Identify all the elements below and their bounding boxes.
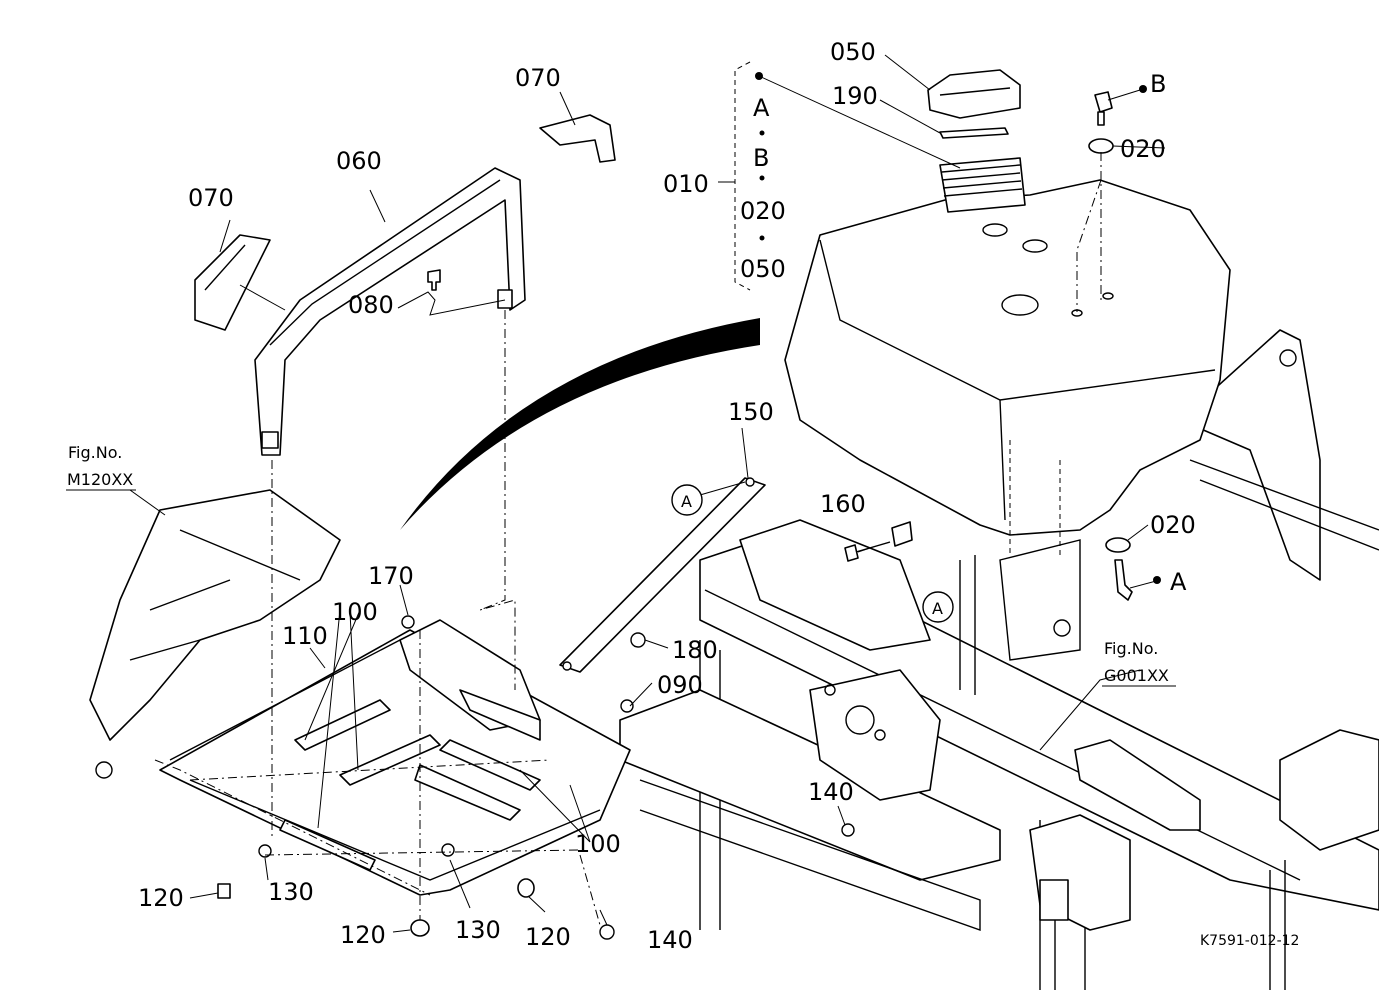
label-050: 050 <box>830 38 876 66</box>
hardware <box>95 269 913 940</box>
label-set-050: 050 <box>740 255 786 283</box>
label-010: 010 <box>663 170 709 198</box>
label-set-b: B <box>753 144 769 172</box>
label-b-top: B <box>1150 70 1166 98</box>
label-020-top: 020 <box>1120 135 1166 163</box>
label-120-right: 120 <box>525 923 571 951</box>
fig-ref-left-line2: M120XX <box>67 470 133 489</box>
leader-lines <box>129 54 1166 933</box>
seat-pan-plate <box>159 619 631 896</box>
label-a-bottom: A <box>1170 568 1187 596</box>
label-070-top: 070 <box>515 64 561 92</box>
dot-a <box>1153 576 1161 584</box>
fig-ref-right: Fig.No. G001XX <box>1102 639 1176 687</box>
cap-070-left <box>194 234 271 331</box>
label-170: 170 <box>368 562 414 590</box>
label-set-a: A <box>753 94 770 122</box>
left-side-cover <box>89 489 341 741</box>
handle-guard-060 <box>254 167 526 456</box>
label-100-top: 100 <box>332 598 378 626</box>
label-180: 180 <box>672 636 718 664</box>
label-100-bottom: 100 <box>575 830 621 858</box>
set-dot-1 <box>759 130 765 136</box>
label-circle-a-1: A <box>681 492 692 511</box>
fig-ref-left: Fig.No. M120XX <box>66 443 136 491</box>
label-110: 110 <box>282 622 328 650</box>
gasket-190 <box>939 127 1009 139</box>
set-dot-top <box>755 72 763 80</box>
fig-ref-right-line1: Fig.No. <box>1104 639 1158 658</box>
label-set-020: 020 <box>740 197 786 225</box>
label-140-right: 140 <box>808 778 854 806</box>
label-120-mid: 120 <box>340 921 386 949</box>
drawing-code: K7591-012-12 <box>1200 933 1299 949</box>
fitting-020-top <box>1088 91 1114 154</box>
label-160: 160 <box>820 490 866 518</box>
fuel-cap-050 <box>927 69 1021 119</box>
fig-ref-right-line2: G001XX <box>1104 666 1169 685</box>
callout-labels: 050 190 B 020 010 A B 020 050 070 070 06… <box>138 38 1196 954</box>
brace-150 <box>559 477 766 673</box>
ref-circle-a-2 <box>922 591 954 623</box>
label-circle-a-2: A <box>932 599 943 618</box>
set-dot-3 <box>759 235 765 241</box>
label-060: 060 <box>336 147 382 175</box>
fig-ref-left-line1: Fig.No. <box>68 443 122 462</box>
label-020-bottom: 020 <box>1150 511 1196 539</box>
dot-b <box>1139 85 1147 93</box>
bolt-140-right <box>841 823 855 837</box>
label-130-left: 130 <box>268 878 314 906</box>
label-090: 090 <box>657 671 703 699</box>
label-140-bottom: 140 <box>647 926 693 954</box>
label-150: 150 <box>728 398 774 426</box>
fitting-020-bottom <box>1105 537 1133 601</box>
cap-070-top <box>539 114 616 163</box>
label-120-left: 120 <box>138 884 184 912</box>
ref-circle-a-1 <box>671 484 703 516</box>
label-130-mid: 130 <box>455 916 501 944</box>
fuel-tank <box>784 157 1231 536</box>
assembly-arc <box>400 318 760 530</box>
label-070-left: 070 <box>188 184 234 212</box>
label-080: 080 <box>348 291 394 319</box>
label-190: 190 <box>832 82 878 110</box>
set-dot-2 <box>759 175 765 181</box>
